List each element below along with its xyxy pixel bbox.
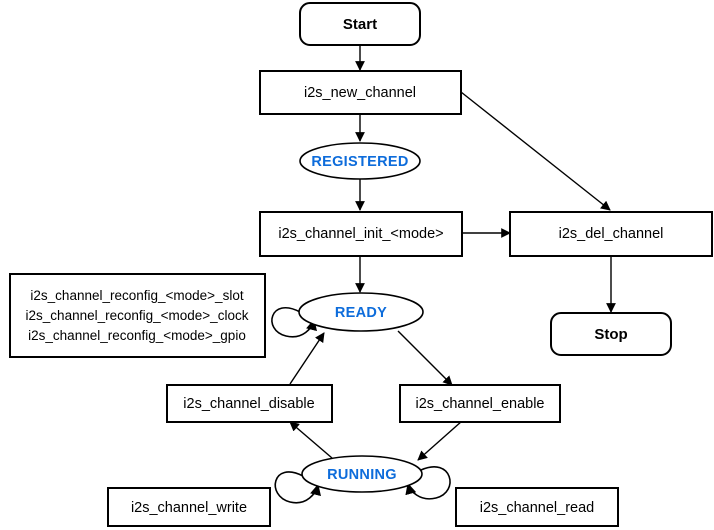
start-shape — [299, 2, 421, 46]
channel-reconfig-line-3: i2s_channel_reconfig_<mode>_gpio — [28, 328, 246, 343]
edge-new-channel-to-del-channel — [460, 91, 611, 211]
stop-label: Stop — [594, 326, 627, 343]
edge-channel-enable-to-running — [417, 420, 463, 461]
channel-reconfig-shape — [9, 273, 266, 358]
edge-running-self-loop-right — [405, 466, 451, 500]
start-label: Start — [343, 16, 377, 33]
running-label: RUNNING — [327, 467, 397, 483]
edge-ready-to-channel-enable — [397, 330, 453, 386]
registered-shape — [299, 142, 421, 180]
edge-ready-self-loop — [271, 306, 317, 338]
node-new-channel[interactable]: i2s_new_channel — [259, 70, 462, 115]
channel-reconfig-line-2: i2s_channel_reconfig_<mode>_clock — [26, 308, 249, 323]
node-channel-disable[interactable]: i2s_channel_disable — [166, 384, 333, 423]
edge-channel-disable-to-ready — [289, 332, 325, 385]
channel-write-label: i2s_channel_write — [131, 500, 247, 516]
del-channel-label: i2s_del_channel — [559, 226, 664, 242]
channel-reconfig-line-1: i2s_channel_reconfig_<mode>_slot — [30, 288, 243, 303]
node-channel-read[interactable]: i2s_channel_read — [455, 487, 619, 527]
node-channel-write[interactable]: i2s_channel_write — [107, 487, 271, 527]
del-channel-shape — [509, 211, 713, 257]
channel-read-shape — [455, 487, 619, 527]
channel-write-shape — [107, 487, 271, 527]
node-del-channel[interactable]: i2s_del_channel — [509, 211, 713, 257]
node-stop[interactable]: Stop — [550, 312, 672, 356]
channel-enable-label: i2s_channel_enable — [416, 396, 545, 412]
channel-disable-label: i2s_channel_disable — [183, 396, 314, 412]
channel-read-label: i2s_channel_read — [480, 500, 594, 516]
node-registered[interactable]: REGISTERED — [299, 142, 421, 180]
edges-layer — [271, 45, 616, 504]
node-start[interactable]: Start — [299, 2, 421, 46]
new-channel-label: i2s_new_channel — [304, 85, 416, 101]
channel-enable-shape — [399, 384, 561, 423]
node-running[interactable]: RUNNING — [301, 455, 423, 493]
node-channel-enable[interactable]: i2s_channel_enable — [399, 384, 561, 423]
edge-running-self-loop-left — [274, 471, 321, 504]
channel-init-shape — [259, 211, 463, 257]
ready-shape — [298, 292, 424, 332]
running-shape — [301, 455, 423, 493]
ready-label: READY — [335, 305, 387, 321]
registered-label: REGISTERED — [311, 154, 408, 170]
node-channel-init[interactable]: i2s_channel_init_<mode> — [259, 211, 463, 257]
channel-disable-shape — [166, 384, 333, 423]
channel-init-label: i2s_channel_init_<mode> — [278, 226, 443, 242]
node-channel-reconfig[interactable]: i2s_channel_reconfig_<mode>_slot i2s_cha… — [9, 273, 266, 358]
node-ready[interactable]: READY — [298, 292, 424, 332]
stop-shape — [550, 312, 672, 356]
new-channel-shape — [259, 70, 462, 115]
edge-running-to-channel-disable — [289, 421, 333, 459]
